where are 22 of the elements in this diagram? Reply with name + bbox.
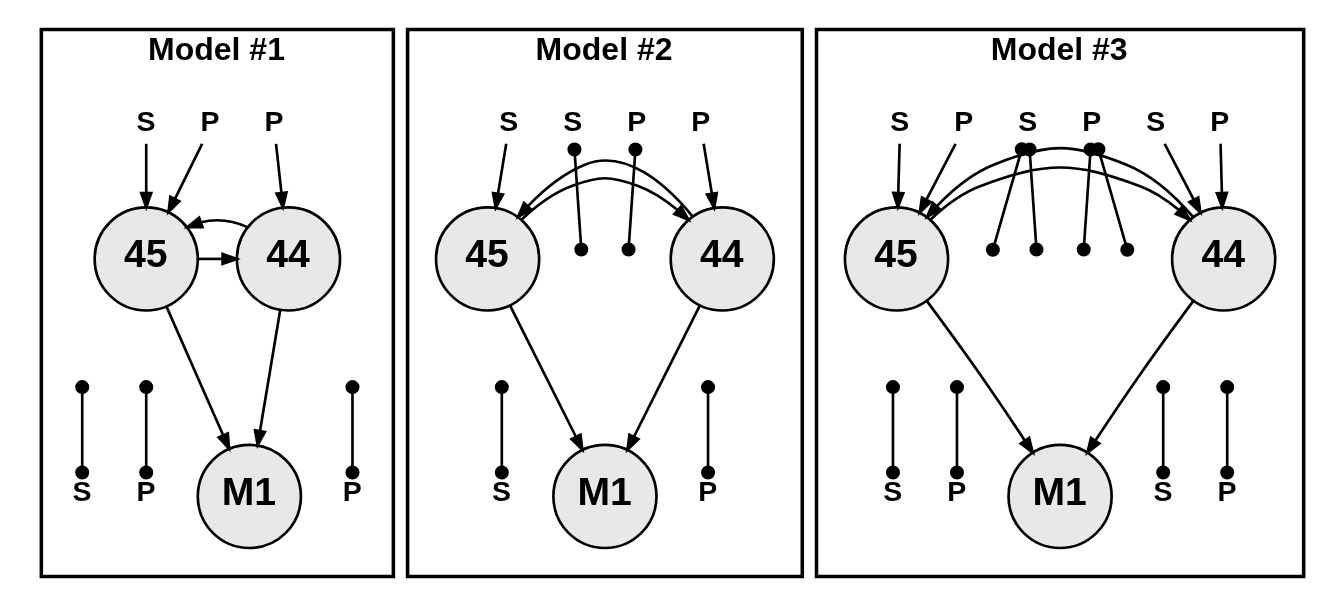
node-text: P	[953, 104, 973, 137]
node-text: P	[1216, 475, 1236, 508]
node-text: P	[135, 475, 155, 508]
node-text: S	[882, 475, 902, 508]
node-text: P	[199, 104, 219, 137]
node-text: P	[1209, 104, 1229, 137]
node-text: P	[1081, 104, 1101, 137]
node-text: S	[135, 104, 155, 137]
node-text: S	[889, 104, 909, 137]
node-text: S	[562, 104, 582, 137]
node-text: P	[263, 104, 283, 137]
node-text: P	[946, 475, 966, 508]
node-text: P	[626, 104, 646, 137]
node-text: S	[1017, 104, 1037, 137]
node-text: S	[491, 475, 511, 508]
node-text: P	[697, 475, 717, 508]
node-text: P	[342, 475, 362, 508]
node-text: S	[1152, 475, 1172, 508]
node-text: S	[71, 475, 91, 508]
node-text: P	[690, 104, 710, 137]
node-text: S	[498, 104, 518, 137]
node-text: S	[1145, 104, 1165, 137]
